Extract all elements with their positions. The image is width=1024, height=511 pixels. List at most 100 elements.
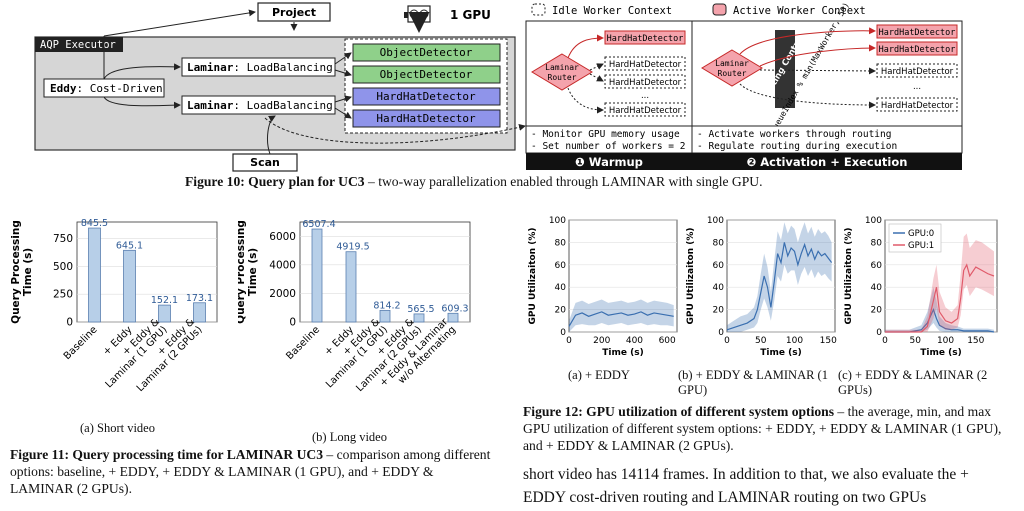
worker-object-detector-1: [352, 43, 501, 62]
figure-10-caption: Figure 10: Query plan for UC3 – two-way …: [185, 173, 885, 190]
aqp-executor-label: AQP Executor: [40, 39, 116, 51]
y-tick-label-0: 0: [66, 317, 73, 329]
x-tick-label-0: 0: [882, 336, 888, 346]
y-tick-label-3: 60: [871, 261, 883, 271]
laminar-1-policy: : LoadBalancing: [233, 61, 332, 74]
svg-text:HardHatDetector: HardHatDetector: [609, 78, 682, 88]
x-tick-label-2: 100: [786, 336, 803, 346]
worker-3-label: HardHatDetector: [376, 90, 476, 103]
svg-text:Laminar: Laminar: [545, 63, 579, 72]
warmup-note-2: - Set number of workers = 2: [531, 141, 685, 152]
y-tick-label-3: 750: [53, 233, 73, 245]
worker-4-label: HardHatDetector: [376, 112, 476, 125]
gpu-label: 1 GPU: [450, 8, 491, 22]
worker-object-detector-2: [352, 65, 501, 84]
worker-hardhat-detector-1: [352, 87, 501, 106]
y-axis-label: Query ProcessingTime (s): [10, 220, 34, 324]
aqp-executor-tab: [35, 37, 123, 52]
figure-11b-subcaption: (b) Long video: [312, 430, 387, 444]
figure-12-caption: Figure 12: GPU utilization of different …: [523, 403, 1013, 454]
exec-note-2: - Regulate routing during execution: [697, 141, 897, 152]
y-axis-label: GPU Utilizaiton (%): [686, 228, 696, 325]
legend-active-swatch: [712, 3, 727, 16]
x-tick-label-0: Baseline: [284, 324, 322, 362]
scan-label: Scan: [250, 156, 280, 169]
y-tick-label-1: 20: [555, 306, 567, 316]
svg-text:HardHatDetector: HardHatDetector: [881, 67, 954, 77]
eddy-policy: : Cost-Driven: [77, 82, 163, 95]
warmup-title: ❶ Warmup: [575, 155, 643, 169]
bar-4: [447, 312, 459, 323]
bar-value-label-1: 4919.5: [336, 242, 369, 253]
warmup-arrows: [567, 34, 604, 114]
bar-value-label-0: 6507.4: [302, 219, 335, 230]
series-line-0: [568, 311, 674, 327]
exec-active-label-2: HardHatDetector: [879, 45, 956, 55]
svg-text:Router: Router: [548, 73, 577, 82]
exec-notes-box: [691, 125, 963, 154]
figure-12a-subcaption: (a) + EDDY: [568, 368, 630, 382]
bar-2: [379, 309, 391, 323]
dashed-link-arrow: [264, 117, 526, 144]
figure-12-caption-bold: Figure 12: GPU utilization of different …: [523, 404, 834, 419]
eddy-name: Eddy: [50, 82, 77, 95]
svg-text:...: ...: [641, 91, 649, 101]
legend-box: [888, 223, 942, 253]
figure-10-diagram: Project 1 GPU AQP Executor Eddy: Cost-Dr…: [34, 1, 963, 172]
svg-text:HardHatDetector: HardHatDetector: [609, 106, 682, 116]
bar-3: [193, 302, 206, 323]
figure-12c-subcaption: (c) + EDDY & LAMINAR (2 GPUs): [838, 368, 988, 397]
bar-value-label-2: 814.2: [373, 300, 400, 311]
legend-idle-swatch: [531, 3, 546, 16]
legend-idle-label: Idle Worker Context: [552, 5, 672, 17]
x-tick-label-2: 400: [626, 336, 643, 346]
y-tick-label-3: 6000: [269, 231, 296, 243]
figure-11a-subcaption: (a) Short video: [80, 421, 155, 435]
svg-text:Laminar: Laminar: [715, 59, 749, 68]
laminar-2-name: Laminar: [187, 99, 234, 112]
legend-label-0: GPU:0: [908, 229, 934, 239]
y-tick-label-2: 40: [555, 283, 567, 293]
x-tick-label-0: 0: [724, 336, 730, 346]
x-tick-label-3: 600: [659, 336, 676, 346]
figure-11-caption-bold: Figure 11: Query processing time for LAM…: [10, 447, 324, 462]
y-tick-label-0: 0: [560, 328, 566, 338]
figure-10-caption-bold: Figure 10: Query plan for UC3: [185, 174, 365, 189]
series-band-0: [727, 222, 832, 332]
worker-2-label: ObjectDetector: [380, 68, 473, 81]
svg-text:HardHatDetector: HardHatDetector: [609, 60, 682, 70]
bar-0: [88, 227, 101, 323]
warmup-notes-box: [525, 125, 693, 154]
series-band-0: [569, 299, 674, 332]
x-tick-label-3: 150: [967, 336, 984, 346]
y-tick-label-0: 0: [718, 328, 724, 338]
bar-value-label-0: 845.5: [81, 218, 108, 229]
bar-value-label-2: 152.1: [151, 295, 178, 306]
y-axis-label: GPU Utilizaiton (%): [528, 228, 538, 325]
worker-hardhat-detector-2: [352, 109, 501, 128]
y-tick-label-0: 0: [289, 317, 296, 329]
warmup-note-1: - Monitor GPU memory usage: [531, 129, 680, 140]
svg-text:Laminar: LoadBalancing: Laminar: LoadBalancing: [187, 61, 333, 74]
y-tick-label-1: 20: [871, 306, 883, 316]
bar-2: [158, 304, 171, 323]
series-line-0: [726, 242, 833, 331]
warmup-active-worker: [604, 30, 686, 45]
series-band-0: [885, 287, 994, 332]
y-tick-label-3: 60: [555, 261, 567, 271]
exec-active-worker-1: [876, 24, 958, 39]
y-tick-label-2: 500: [53, 261, 73, 273]
x-tick-label-0: Baseline: [62, 324, 100, 362]
bar-value-label-1: 645.1: [116, 240, 143, 251]
y-tick-label-1: 2000: [269, 288, 296, 300]
bar-0: [311, 228, 323, 323]
series-band-1: [885, 233, 994, 332]
legend-label-1: GPU:1: [908, 241, 934, 251]
y-tick-label-4: 80: [713, 238, 725, 248]
y-tick-label-2: 4000: [269, 259, 296, 271]
warmup-idle-workers: HardHatDetector HardHatDetector ... Hard…: [604, 56, 686, 117]
